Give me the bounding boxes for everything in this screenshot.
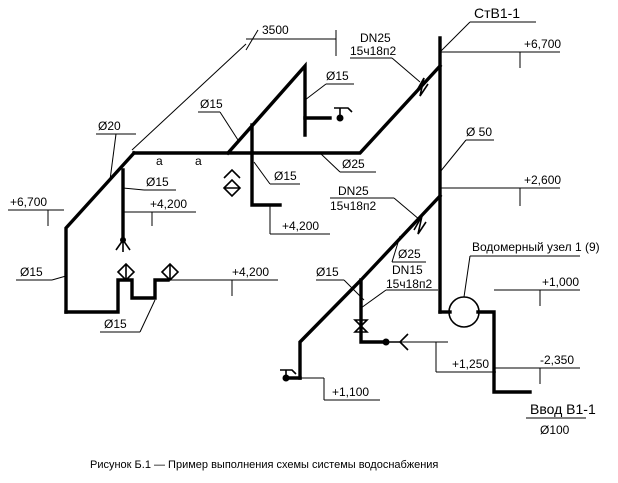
elev-4200-c: +4,200 xyxy=(232,265,269,279)
elev-6700-right: +6,700 xyxy=(524,37,561,51)
water-meter-icon xyxy=(448,296,480,328)
input-label: Ввод В1-1 xyxy=(530,401,596,417)
valve-dn15-icon xyxy=(353,319,369,333)
d15-hook-label: Ø15 xyxy=(274,169,297,183)
d15-faucet-label: Ø15 xyxy=(326,69,349,83)
d20-label: Ø20 xyxy=(98,119,121,133)
annotations: СтВ1-1 DN25 15ч18п2 +6,700 Ø15 Ø15 Ø20 Ø… xyxy=(10,5,600,471)
elev-1100: +1,100 xyxy=(332,385,369,399)
shower-icon xyxy=(115,239,131,252)
riser-label: СтВ1-1 xyxy=(474,5,520,21)
d15-left-bottom-label: Ø15 xyxy=(20,265,43,279)
d15-branch-label: Ø15 xyxy=(200,97,223,111)
dimension-3500: 3500 а а xyxy=(131,23,337,168)
d25-main-label: Ø25 xyxy=(342,157,365,171)
pipe-network xyxy=(64,36,532,394)
elev-4200-a: +4,200 xyxy=(150,197,187,211)
d15-lower-left-label: Ø15 xyxy=(316,265,339,279)
elev-4200-b: +4,200 xyxy=(282,219,319,233)
fittings xyxy=(115,77,480,382)
fixture-2-icon xyxy=(160,262,180,282)
elev-1000: +1,000 xyxy=(542,275,579,289)
leaders xyxy=(8,21,586,419)
mark-a2: а xyxy=(195,154,202,168)
dn15-label: DN15 xyxy=(392,263,423,277)
dn25-top-label: DN25 xyxy=(360,31,391,45)
fixture-3-icon xyxy=(222,178,242,198)
dim-3500-label: 3500 xyxy=(262,23,289,37)
figure-caption: Рисунок Б.1 — Пример выполнения схемы си… xyxy=(90,459,438,471)
valve-mid-icon xyxy=(413,215,427,235)
d50-label: Ø 50 xyxy=(466,125,492,139)
vodomer-label: Водомерный узел 1 (9) xyxy=(472,240,600,254)
fixture-1-icon xyxy=(116,262,136,282)
valve-top-icon xyxy=(415,77,429,97)
d15-bottom-label: Ø15 xyxy=(104,317,127,331)
elev-minus2350: -2,350 xyxy=(540,353,574,367)
elev-6700-left: +6,700 xyxy=(10,195,47,209)
d25-lower-label: Ø25 xyxy=(398,247,421,261)
elev-1250: +1,250 xyxy=(452,357,489,371)
valve-top-label: 15ч18п2 xyxy=(350,44,396,58)
mark-a1: а xyxy=(156,154,163,168)
valve-low-label: 15ч18п2 xyxy=(386,277,432,291)
elev-2600: +2,600 xyxy=(524,173,561,187)
valve-mid-label: 15ч18п2 xyxy=(330,199,376,213)
dn25-mid-label: DN25 xyxy=(338,184,369,198)
d100-label: Ø100 xyxy=(540,423,570,437)
d15-left-riser-label: Ø15 xyxy=(146,175,169,189)
